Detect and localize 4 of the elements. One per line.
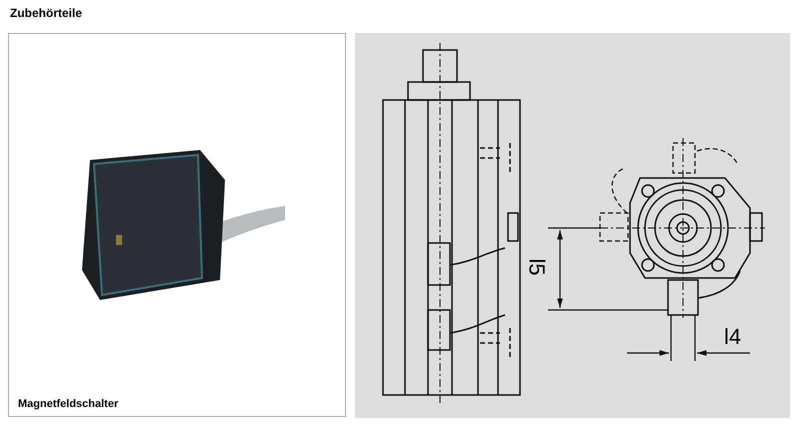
photo-caption: Magnetfeldschalter [18,398,118,410]
page-title: Zubehörteile [10,6,82,20]
dimension-label: l5 [526,258,548,276]
dimension-label: l4 [724,326,742,348]
